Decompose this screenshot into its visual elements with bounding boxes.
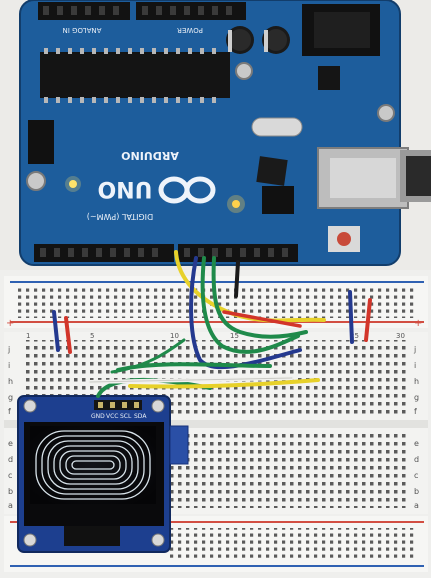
row-letter-c-right: c — [414, 471, 418, 480]
digital-label: DIGITAL (PWM~) — [87, 212, 153, 221]
row-letter-d: d — [8, 455, 13, 464]
power-label: POWER — [177, 26, 203, 34]
lower-terminal-holes — [170, 434, 406, 508]
oled-pin-scl: SCL — [120, 413, 132, 420]
left-icsp-header — [28, 120, 54, 164]
atmega-chip — [40, 48, 230, 103]
row-letter-i: i — [8, 361, 10, 370]
col-number-5: 5 — [90, 332, 94, 340]
row-letter-a: a — [8, 501, 13, 510]
oled-pin-vcc: VCC — [106, 413, 118, 420]
wire-green-c — [110, 338, 186, 374]
wire-red-right-rail — [364, 298, 372, 342]
col-number-25: 25 — [350, 332, 359, 340]
row-letter-a-right: a — [414, 501, 419, 510]
bottom-rail-holes — [170, 528, 418, 560]
arduino-uno-board: ANALOG IN POWER — [19, 0, 401, 266]
right-icsp-header — [262, 186, 294, 214]
col-number-15: 15 — [230, 332, 239, 340]
regulator — [318, 66, 340, 90]
top-header-strip — [38, 2, 246, 20]
row-letter-b: b — [8, 487, 13, 496]
row-letter-g-right: g — [414, 393, 419, 402]
wire-red-left-rail — [64, 316, 72, 354]
usb-connector — [317, 147, 431, 209]
digital-header — [34, 244, 298, 262]
col-number-30: 30 — [396, 332, 405, 340]
mount-hole-mid — [235, 62, 253, 80]
jumper-wires — [52, 250, 372, 398]
wire-blue-long — [189, 256, 302, 370]
row-letter-g: g — [8, 393, 13, 402]
wire-yellow-to-oled — [128, 378, 320, 389]
mount-hole-right — [377, 104, 395, 122]
row-letter-h-right: h — [414, 377, 419, 386]
row-letter-d-right: d — [414, 455, 419, 464]
oled-pin-gnd: GND — [91, 413, 105, 420]
wire-red-short — [222, 310, 302, 328]
center-channel — [4, 420, 428, 428]
wire-white-edge — [89, 377, 293, 383]
uno-logo: UNO — [98, 176, 153, 201]
row-letter-i-right: i — [414, 361, 416, 370]
wire-blue-right-rail — [348, 290, 354, 344]
row-letter-f-right: f — [414, 407, 417, 416]
wire-green-a — [200, 256, 300, 354]
rail-plus-label: + — [414, 318, 422, 329]
row-letter-e: e — [8, 439, 13, 448]
on-led — [69, 180, 77, 188]
oled-concentric-pattern — [35, 430, 151, 500]
col-number-10: 10 — [170, 332, 179, 340]
crystal — [251, 117, 303, 137]
capacitors — [226, 26, 290, 54]
row-letter-j: j — [7, 345, 10, 354]
infinity-logo — [158, 176, 216, 204]
mount-hole-left — [26, 171, 46, 191]
usb-chip — [256, 156, 288, 186]
wire-green-b — [211, 256, 308, 339]
row-letter-b-right: b — [414, 487, 419, 496]
rail-plus-left: + — [6, 318, 14, 329]
row-letter-h: h — [8, 377, 13, 386]
row-letter-j-right: j — [413, 345, 416, 354]
oled-screen — [30, 426, 156, 504]
row-letter-e-right: e — [414, 439, 419, 448]
col-number-1: 1 — [26, 332, 30, 340]
analog-in-label: ANALOG IN — [63, 26, 102, 34]
row-letter-f: f — [8, 407, 11, 416]
oled-module: GND VCC SCL SDA — [17, 395, 189, 553]
wire-blue-left-rail — [52, 310, 60, 352]
l-led — [232, 200, 240, 208]
row-letter-c: c — [8, 471, 12, 480]
arduino-brand: ARDUINO — [121, 149, 179, 162]
wire-black-short — [234, 260, 240, 298]
oled-pin-sda: SDA — [134, 413, 147, 420]
